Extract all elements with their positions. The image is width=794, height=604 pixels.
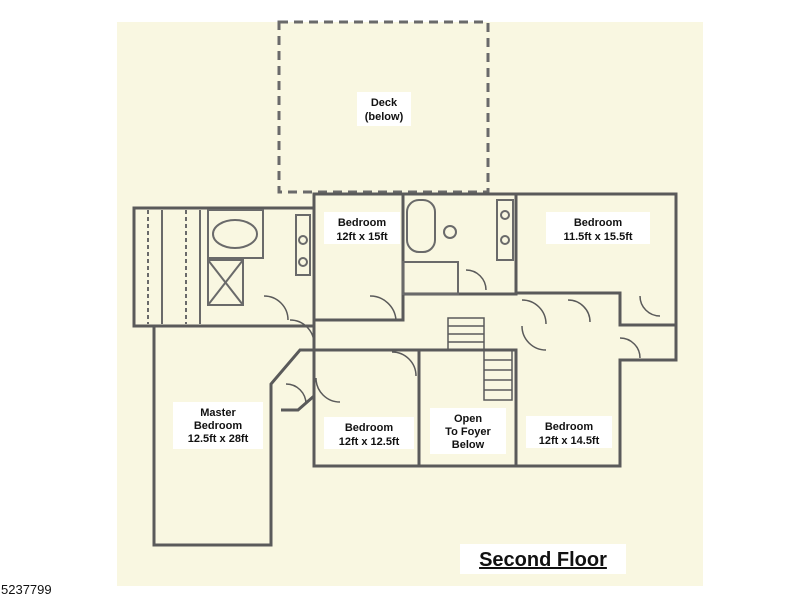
doors <box>263 269 661 405</box>
label-bedroom-b-line1: Bedroom <box>574 217 623 229</box>
sink-left-2 <box>298 257 308 267</box>
door-swing <box>391 351 417 377</box>
door-swing <box>315 377 341 403</box>
stairs <box>447 317 513 401</box>
bedroom-b-walls <box>516 192 678 327</box>
bath-walls <box>401 192 518 296</box>
door-swing <box>567 299 591 323</box>
sink-left-1 <box>298 235 308 245</box>
label-bedroom-d-line1: Bedroom <box>545 421 594 433</box>
label-deck-line1: Deck <box>371 97 398 109</box>
label-master-bedroom: Master Bedroom 12.5ft x 28ft <box>173 402 263 449</box>
stairs-lower <box>483 349 513 401</box>
label-master-line1: Master <box>200 407 236 419</box>
label-foyer-line1: Open <box>454 413 482 425</box>
label-foyer-line3: Below <box>452 439 485 451</box>
label-open-to-foyer: Open To Foyer Below <box>430 408 506 454</box>
label-master-line3: 12.5ft x 28ft <box>188 433 249 445</box>
listing-id: 5237799 <box>1 582 52 597</box>
label-bedroom-d-line2: 12ft x 14.5ft <box>539 435 600 447</box>
door-swing <box>369 295 397 321</box>
label-foyer-line2: To Foyer <box>445 426 491 438</box>
door-swing <box>521 299 547 325</box>
label-bedroom-a: Bedroom 12ft x 15ft <box>324 212 400 244</box>
shower-x2 <box>207 259 244 306</box>
floor-title-text: Second Floor <box>479 549 607 571</box>
master-bedroom-walls <box>152 326 314 547</box>
vanity-left <box>295 214 311 276</box>
label-bedroom-b: Bedroom 11.5ft x 15.5ft <box>546 212 650 244</box>
closet-diagonal <box>281 394 315 412</box>
bedroom-d-walls <box>514 325 678 468</box>
floor-title: Second Floor <box>460 544 626 574</box>
door-swing <box>285 383 307 405</box>
label-bedroom-c-line2: 12ft x 12.5ft <box>339 436 400 448</box>
label-bedroom-c: Bedroom 12ft x 12.5ft <box>324 417 414 449</box>
label-bedroom-a-line1: Bedroom <box>338 217 387 229</box>
vanity-right <box>496 199 514 261</box>
sink-right-2 <box>500 235 510 245</box>
tub-frame <box>207 209 264 259</box>
toilet-middle <box>443 225 457 239</box>
door-swing <box>521 325 547 351</box>
door-swing <box>465 269 487 291</box>
fixtures <box>147 199 514 324</box>
label-bedroom-a-line2: 12ft x 15ft <box>336 231 388 243</box>
linen-closet <box>402 261 459 295</box>
label-bedroom-c-line1: Bedroom <box>345 422 394 434</box>
shower <box>207 259 244 306</box>
door-swing <box>289 319 315 345</box>
door-swing <box>263 295 289 321</box>
deck-outline <box>277 20 490 194</box>
sink-right-1 <box>500 210 510 220</box>
label-bedroom-b-line2: 11.5ft x 15.5ft <box>563 231 632 243</box>
door-swing <box>619 337 641 359</box>
label-bedroom-d: Bedroom 12ft x 14.5ft <box>526 416 612 448</box>
tub <box>212 219 258 249</box>
label-deck-line2: (below) <box>365 111 404 123</box>
bathtub-middle <box>406 199 436 253</box>
label-deck: Deck (below) <box>357 92 411 126</box>
door-swing <box>639 295 661 317</box>
label-master-line2: Bedroom <box>194 420 243 432</box>
